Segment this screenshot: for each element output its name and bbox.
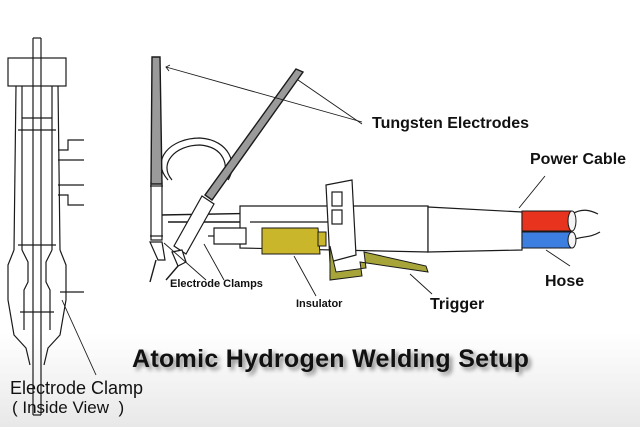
label-power-cable: Power Cable (530, 151, 627, 168)
leader-lines (61, 64, 571, 376)
tungsten-electrodes (149, 56, 305, 283)
hose-end (521, 231, 573, 249)
label-inside-view: ( Inside View ) (12, 398, 125, 417)
power-cable-tip (567, 210, 577, 232)
label-insulator: Insulator (296, 298, 343, 310)
label-tungsten-electrodes: Tungsten Electrodes (372, 115, 530, 132)
hose-tip (567, 231, 577, 249)
clamp-cross-section (7, 37, 84, 416)
diagram-title: Atomic Hydrogen Welding Setup (132, 345, 530, 373)
power-cable-end (521, 210, 573, 232)
trigger-lever (329, 245, 429, 281)
label-hose: Hose (545, 273, 585, 290)
label-electrode-clamp: Electrode Clamp (10, 378, 144, 398)
insulator-block (261, 227, 321, 255)
label-trigger: Trigger (430, 296, 485, 313)
insulator-cap (317, 231, 327, 247)
label-electrode-clamps: Electrode Clamps (170, 278, 263, 290)
